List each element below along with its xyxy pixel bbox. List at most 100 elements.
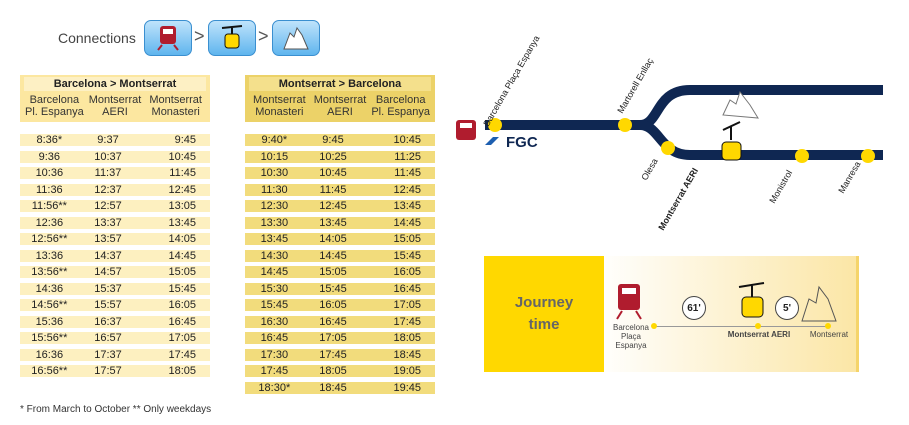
time-cell: 15:57 xyxy=(94,299,122,311)
return-timetable: Montserrat > Barcelona Montserrat Monast… xyxy=(245,75,435,394)
time-cell: 16:57 xyxy=(94,332,122,344)
time-cell: 12:45 xyxy=(393,183,422,196)
time-cell: 13:30 xyxy=(260,216,289,229)
time-cell: 15:30 xyxy=(260,282,289,295)
time-cell: 18:30* xyxy=(258,381,291,394)
train-icon[interactable] xyxy=(144,20,192,56)
time-cell: 13:36 xyxy=(35,249,64,262)
time-cell: 19:45 xyxy=(393,381,422,394)
table-title: Montserrat > Barcelona xyxy=(249,77,431,91)
time-cell: 9:45 xyxy=(322,134,344,146)
stop-label: Barcelona Plaça Espanya xyxy=(612,323,650,350)
cable-car-icon[interactable] xyxy=(208,20,256,56)
leg1-duration: 61' xyxy=(682,296,706,320)
time-cell: 13:45 xyxy=(260,233,289,245)
time-cell: 14:45 xyxy=(168,249,197,262)
time-cell: 14:57 xyxy=(94,266,122,278)
time-cell: 14:45 xyxy=(393,216,422,229)
time-cell: 17:05 xyxy=(168,332,197,344)
journey-icons xyxy=(616,282,837,322)
stop-label: Montserrat AERI xyxy=(727,330,791,339)
time-cell: 16:45 xyxy=(168,315,197,328)
time-cell: 14:56** xyxy=(31,299,68,311)
time-cell: 14:45 xyxy=(260,266,289,278)
time-cell: 10:45 xyxy=(168,150,197,163)
table-row: 12:36 13:37 13:45 xyxy=(20,216,210,229)
table-row: 9:40* 9:45 10:45 xyxy=(245,134,435,146)
time-cell: 13:45 xyxy=(168,216,197,229)
connections-label: Connections xyxy=(58,30,136,46)
time-cell: 11:45 xyxy=(394,167,422,179)
time-cell: 16:45 xyxy=(319,315,347,328)
time-cell: 15:05 xyxy=(168,266,197,278)
time-cell: 14:05 xyxy=(319,233,347,245)
column-header: Montserrat Monasteri xyxy=(149,94,202,118)
time-cell: 11:45 xyxy=(169,167,197,179)
time-cell: 13:45 xyxy=(393,200,422,212)
time-cell: 9:36 xyxy=(38,150,61,163)
time-cell: 9:40* xyxy=(261,134,288,146)
column-header: Barcelona Pl. Espanya xyxy=(371,94,431,118)
journey-time-panel: Journey time 61' 5' Barcelona Plaça Espa… xyxy=(484,256,859,372)
time-cell: 18:05 xyxy=(393,332,422,344)
column-header: Montserrat Monasteri xyxy=(253,94,306,118)
time-cell: 15:45 xyxy=(319,282,347,295)
time-cell: 15:05 xyxy=(319,266,347,278)
time-cell: 12:37 xyxy=(94,183,122,196)
separator: > xyxy=(258,26,269,46)
time-cell: 10:45 xyxy=(393,134,422,146)
time-cell: 17:57 xyxy=(94,365,122,377)
column-header: Montserrat AERI xyxy=(88,94,142,118)
time-cell: 19:05 xyxy=(393,365,422,377)
time-cell: 17:05 xyxy=(393,299,422,311)
time-cell: 18:45 xyxy=(319,381,347,394)
time-cell: 16:30 xyxy=(260,315,289,328)
time-cell: 14:45 xyxy=(319,249,347,262)
table-title: Barcelona > Montserrat xyxy=(24,77,206,91)
table-row: 11:36 12:37 12:45 xyxy=(20,183,210,196)
time-cell: 17:45 xyxy=(319,348,347,361)
time-cell: 12:45 xyxy=(168,183,197,196)
time-cell: 17:30 xyxy=(260,348,289,361)
time-cell: 9:37 xyxy=(97,134,119,146)
time-cell: 12:36 xyxy=(35,216,64,229)
time-cell: 16:05 xyxy=(319,299,347,311)
time-cell: 10:30 xyxy=(260,167,289,179)
time-cell: 15:05 xyxy=(393,233,422,245)
time-cell: 16:45 xyxy=(260,332,289,344)
time-cell: 15:36 xyxy=(35,315,64,328)
time-cell: 13:37 xyxy=(94,216,122,229)
time-cell: 17:45 xyxy=(260,365,289,377)
time-cell: 14:37 xyxy=(94,249,122,262)
time-cell: 13:56** xyxy=(31,266,68,278)
time-cell: 12:56** xyxy=(31,233,68,245)
time-cell: 15:37 xyxy=(94,282,122,295)
time-cell: 11:56** xyxy=(31,200,67,212)
mountain-icon[interactable] xyxy=(272,20,320,56)
column-header: Barcelona Pl. Espanya xyxy=(24,94,84,118)
leg2-duration: 5' xyxy=(775,296,799,320)
time-cell: 17:05 xyxy=(319,332,347,344)
time-cell: 18:05 xyxy=(168,365,197,377)
time-cell: 11:36 xyxy=(35,183,63,196)
table-row: 18:30* 18:45 19:45 xyxy=(245,381,435,394)
time-cell: 16:36 xyxy=(35,348,64,361)
time-cell: 13:45 xyxy=(319,216,347,229)
